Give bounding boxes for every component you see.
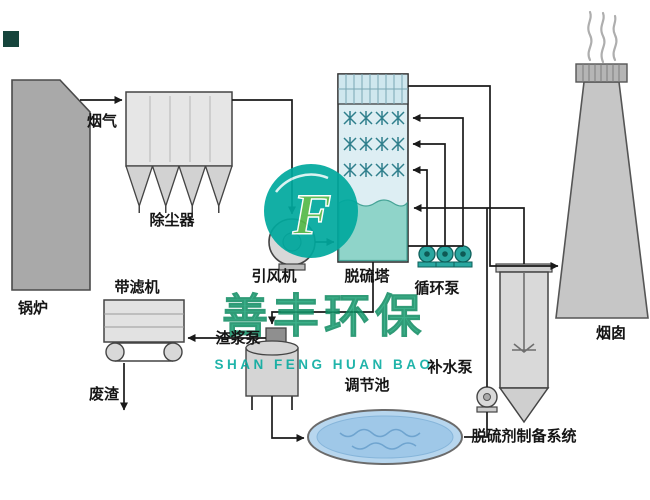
dust-collector-hoppers bbox=[125, 165, 233, 207]
smoke bbox=[587, 10, 618, 64]
belt-roller-left bbox=[105, 342, 125, 362]
dust-collector bbox=[125, 91, 233, 213]
label-desulfurization-tower: 脱硫塔 bbox=[344, 267, 390, 285]
label-belt-filter: 带滤机 bbox=[114, 278, 159, 296]
boiler bbox=[11, 79, 91, 291]
label-makeup-water-pump: 补水泵 bbox=[426, 358, 472, 376]
makeup-water-pump-unit bbox=[476, 386, 498, 413]
label-desulfurizer-prep-system: 脱硫剂制备系统 bbox=[471, 427, 576, 445]
watermark-logo-circle bbox=[264, 164, 358, 258]
agitator bbox=[512, 272, 536, 354]
label-id-fan: 引风机 bbox=[251, 267, 296, 285]
circulation-pump-3 bbox=[453, 245, 473, 268]
circulation-pump-1 bbox=[417, 245, 437, 268]
watermark-company-cn: 善丰环保 bbox=[222, 290, 426, 342]
corner-mark bbox=[3, 31, 19, 47]
label-chimney: 烟囱 bbox=[596, 324, 626, 342]
tower-to-chimney-duct bbox=[408, 85, 559, 270]
label-boiler: 锅炉 bbox=[18, 299, 48, 317]
watermark-company-en: SHAN FENG HUAN BAO bbox=[214, 357, 433, 372]
chimney bbox=[555, 10, 649, 319]
watermark: F 善丰环保 SHAN FENG HUAN BAO bbox=[214, 164, 433, 372]
regulating-pool bbox=[307, 409, 463, 465]
label-dust-collector: 除尘器 bbox=[149, 211, 195, 229]
belt-roller-right bbox=[163, 342, 183, 362]
circulation-riser-2 bbox=[412, 140, 446, 246]
belt-filter bbox=[103, 299, 185, 362]
slurry-pump-unit bbox=[245, 327, 299, 410]
tower-demister-grid bbox=[337, 73, 409, 105]
label-slurry-pump: 渣浆泵 bbox=[215, 329, 260, 347]
tower-drain-line bbox=[268, 262, 374, 325]
labels: 烟气 锅炉 除尘器 引风机 脱硫塔 循环泵 带滤机 渣浆泵 废渣 调节池 补水泵… bbox=[18, 112, 626, 445]
desulfurizer-feed-line bbox=[413, 204, 525, 264]
watermark-logo-letter: F bbox=[292, 182, 332, 247]
desulfurizer-prep-system-unit bbox=[495, 263, 553, 424]
circulation-pump-2 bbox=[435, 245, 455, 268]
label-flue-gas: 烟气 bbox=[87, 112, 117, 130]
circulation-pumps bbox=[417, 245, 473, 268]
slurry-to-pool-line bbox=[271, 396, 305, 442]
label-regulating-pool: 调节池 bbox=[344, 376, 389, 394]
circulation-riser-3 bbox=[412, 114, 464, 246]
circulation-riser-1 bbox=[412, 166, 428, 246]
label-circulation-pump: 循环泵 bbox=[414, 279, 459, 297]
label-waste-residue: 废渣 bbox=[89, 385, 120, 403]
makeup-suction-line bbox=[464, 412, 488, 438]
